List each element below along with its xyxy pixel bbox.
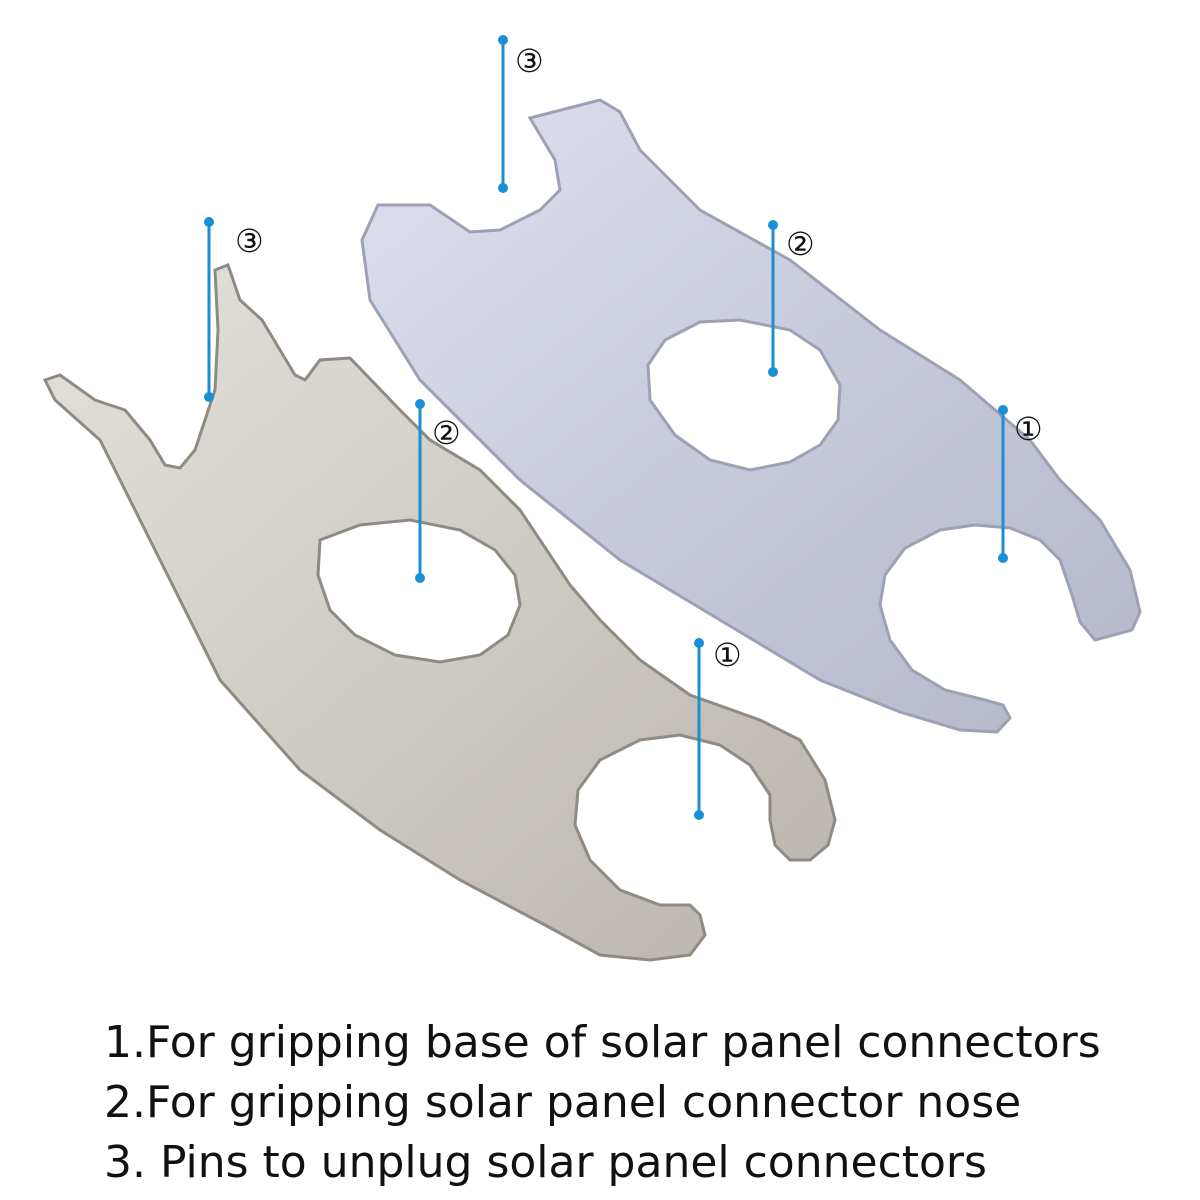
caption-2: 2.For gripping solar panel connector nos… <box>104 1077 1022 1128</box>
callout-3-small: ③ <box>204 217 264 402</box>
callout-3-large: ③ <box>498 35 544 193</box>
callout-1-small: ① <box>694 636 742 820</box>
callout-number: ③ <box>515 42 544 80</box>
small-wrench-body <box>42 263 837 962</box>
callout-number: ③ <box>235 222 264 260</box>
caption-3: 3. Pins to unplug solar panel connectors <box>104 1137 987 1188</box>
callout-number: ① <box>1014 410 1043 448</box>
small-wrench <box>42 263 837 962</box>
callout-2-small: ② <box>415 399 461 583</box>
callout-number: ① <box>713 636 742 674</box>
caption-1: 1.For gripping base of solar panel conne… <box>104 1017 1101 1068</box>
large-wrench-body <box>360 98 1142 734</box>
callout-number: ② <box>432 414 461 452</box>
callout-2-large: ② <box>768 220 815 377</box>
large-wrench <box>360 98 1142 734</box>
callout-number: ② <box>786 225 815 263</box>
callout-1-large: ① <box>998 405 1043 563</box>
